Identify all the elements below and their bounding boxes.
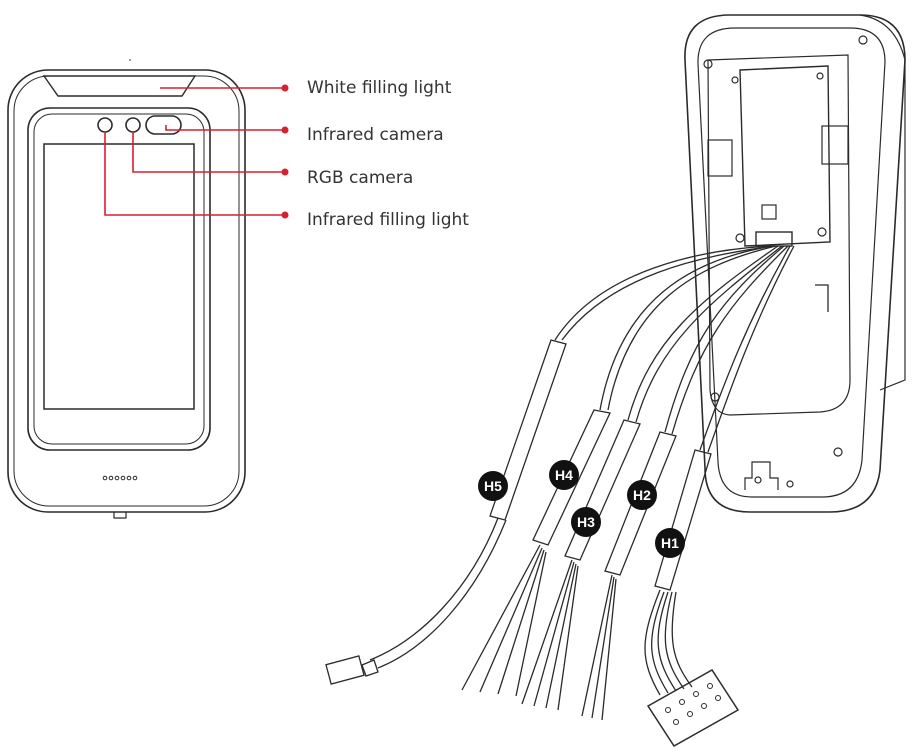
front-bezel-inner <box>33 113 205 445</box>
callout-lines <box>104 87 284 216</box>
back-recess <box>707 54 851 416</box>
leader-rgb-camera <box>132 132 284 173</box>
h1-connector <box>646 669 740 747</box>
badge-h1-text: H1 <box>661 535 679 551</box>
screen <box>43 143 195 410</box>
harness-badges: H5 H4 H3 H2 H1 <box>478 460 685 558</box>
h1-jacket <box>654 449 712 591</box>
bottom-edge-mark <box>815 284 829 312</box>
badge-h2-text: H2 <box>633 487 651 503</box>
mounting-plate <box>739 65 831 247</box>
speaker-dots <box>102 475 138 481</box>
leader-infrared-camera <box>165 125 284 131</box>
center-switch <box>761 204 777 220</box>
label-white-filling-light: White filling light <box>307 78 452 98</box>
top-light-bar <box>42 75 197 97</box>
callout-dots <box>281 84 289 219</box>
badge-h4: H4 <box>549 460 579 490</box>
bottom-port <box>113 512 127 519</box>
left-clip <box>707 139 733 177</box>
bottom-notch <box>744 461 779 490</box>
connector-pins <box>665 683 721 725</box>
rgb-camera-lens <box>125 117 141 133</box>
back-outer-shell <box>684 14 906 513</box>
badge-h3: H3 <box>571 507 601 537</box>
h4-jacket <box>532 409 611 546</box>
badge-h5-text: H5 <box>484 478 502 494</box>
cable-bundle <box>325 245 795 747</box>
label-infrared-camera: Infrared camera <box>307 125 444 145</box>
back-view <box>684 14 906 513</box>
badge-h4-text: H4 <box>555 467 573 483</box>
back-shell-side <box>859 14 906 391</box>
leader-infrared-filling-light <box>104 132 284 216</box>
label-rgb-camera: RGB camera <box>307 168 414 188</box>
label-infrared-filling-light: Infrared filling light <box>307 210 469 230</box>
badge-h5: H5 <box>478 471 508 501</box>
right-clip <box>821 125 849 165</box>
infrared-camera-lens <box>145 115 182 135</box>
h5-jacket <box>489 339 567 521</box>
h5-plug <box>325 655 365 685</box>
h2-jacket <box>604 431 677 576</box>
front-view <box>7 59 246 519</box>
badge-h1: H1 <box>655 528 685 558</box>
infrared-filling-light-lens <box>97 117 113 133</box>
badge-h2: H2 <box>627 480 657 510</box>
front-bezel-outer <box>27 107 211 451</box>
badge-h3-text: H3 <box>577 514 595 530</box>
back-inner-shell <box>697 27 886 498</box>
